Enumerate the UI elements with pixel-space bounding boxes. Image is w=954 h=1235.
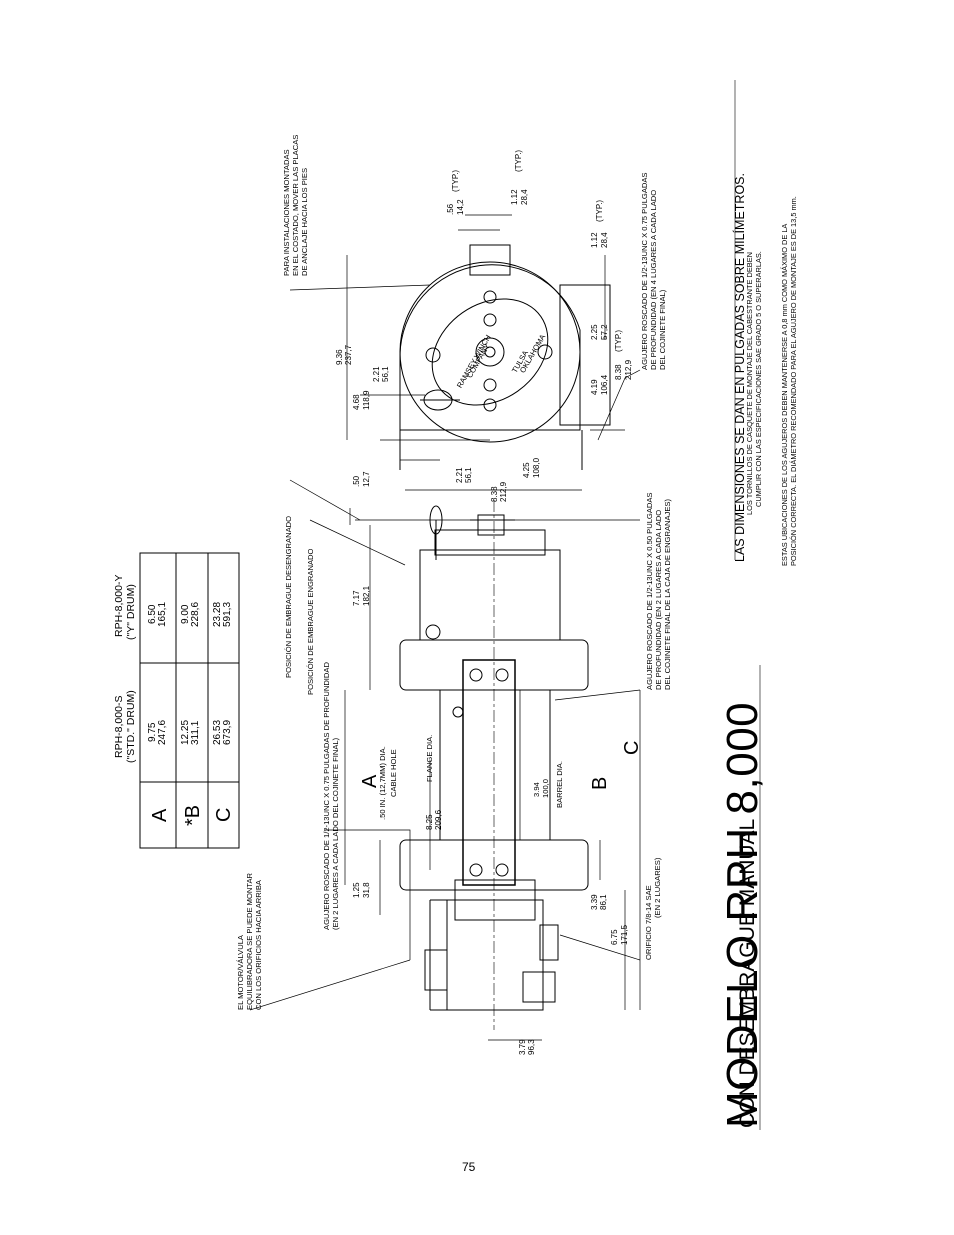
feet-note-line1: PARA INSTALACIONES MONTADAS [282,149,291,276]
dim-112b-in: 1.12 [510,189,519,205]
bolt-note-line1: LOS TORNILLOS DE CASQUETE DE MONTAJE DEL… [745,252,754,515]
side-view [399,500,589,1030]
tap-gear-note-line3: DEL COJINETE FINAL DE LA CAJA DE ENGRANA… [663,498,672,690]
dim-838b-mm: 212,9 [624,359,633,380]
dim-056-in: .56 [446,203,455,215]
table-cell: 673,9 [222,719,233,745]
dim-936-mm: 237,7 [344,344,353,365]
cable-hole-line2: CABLE HOLE [389,749,398,797]
dim-717-mm: 182,1 [362,585,371,606]
dim-838a-mm: 212,9 [499,481,508,502]
dim-339-in: 3.39 [590,894,599,910]
orifice-note-line1: ORIFICIO 7/8-14 SAE [644,885,653,960]
dim-825-in: 8.25 [425,814,434,830]
table-header-s-line1: RPH-8,000-S [113,695,125,758]
engaged-note: POSICIÓN DE EMBRAGUE ENGRANADO [306,548,315,695]
dim-221b-in: 2.21 [372,366,381,382]
label-b: B [589,776,611,790]
dim-221b-mm: 56,1 [381,366,390,382]
table-header-y-line2: ("Y" DRUM) [125,584,137,640]
dim-056-mm: 14,2 [456,199,465,215]
barrel-mm: 100,0 [541,778,550,798]
page-subtitle: CON DESEMBRAGUE MANUAL [736,818,759,1128]
dim-419-mm: 106,4 [600,374,609,395]
dim-425-in: 4.25 [522,462,531,478]
table-cell: 165,1 [157,601,168,627]
hole-note-line1: ESTAS UBICACIONES DE LOS AGUJEROS DEBEN … [780,223,789,566]
tap-gear-note-line1: AGUJERO ROSCADO DE 1/2-13UNC X 0.50 PULG… [645,492,654,691]
dim-379-in: 3.79 [518,1039,527,1055]
page-number: 75 [462,1160,476,1174]
dim-468-mm: 118,9 [362,390,371,410]
tap-left-note-line2: (EN 2 LUGARES A CADA LADO DEL COJINETE F… [331,737,340,930]
leader-lines [249,284,641,1011]
dim-225-in: 2.25 [590,324,599,340]
dim-225-mm: 57,2 [600,324,609,340]
dim-425-mm: 108,0 [532,457,541,478]
dim-825-mm: 209,6 [434,809,443,830]
table-row-label-b: *B [182,804,204,826]
dim-typ-3: (TYP.) [451,169,460,192]
tap-end-note-line3: DEL COJINETE FINAL) [658,289,667,370]
tap-end-note-line1: AGUJERO ROSCADO DE 1/2-13UNC X 0.75 PULG… [640,172,649,371]
dim-221a-in: 2.21 [455,467,464,483]
dim-050-mm: 12,7 [362,471,371,487]
tap-end-note-line2: DE PROFUNDIDAD (EN 4 LUGARES A CADA LADO [649,189,658,370]
label-a: A [359,774,381,788]
dim-675-in: 6.75 [610,929,619,945]
table-header-y-line1: RPH-8,000-Y [113,574,125,637]
barrel-label: BARREL DIA. [555,761,564,808]
dim-112b-mm: 28,4 [520,189,529,205]
dim-typ-2: (TYP.) [595,199,604,222]
table-cell: 228,6 [190,601,201,627]
table-cell: 591,3 [222,601,233,627]
dimension-lines [344,214,641,1041]
dim-936-in: 9.36 [335,349,344,365]
table-row-label-a: A [149,808,171,822]
table-cell: 247,6 [157,719,168,745]
dim-typ-4: (TYP.) [514,149,523,172]
dim-typ-1: (TYP.) [614,329,623,352]
dim-125-mm: 31,8 [362,882,371,898]
feet-note-line2: EN EL COSTADO, MOVER LAS PLACAS [291,134,300,276]
flange-label: FLANGE DIA. [425,734,434,782]
table-cell: 311,1 [190,720,201,745]
dim-838b-in: 8.38 [614,364,623,380]
orifice-note-line2: (EN 2 LUGARES) [653,857,662,918]
dim-419-in: 4.19 [590,379,599,395]
dimension-table [139,552,240,849]
dim-379-mm: 96,3 [527,1039,536,1055]
motor-note-line3: CON LOS ORIFICIOS HACIA ARRIBA [254,880,263,1010]
label-c: C [621,740,643,755]
dim-717-in: 7.17 [352,590,361,606]
dim-838a-in: 8.38 [490,486,499,502]
barrel-in: 3.94 [532,782,541,797]
dim-339-mm: 86,1 [599,894,608,910]
bolt-note-line2: CUMPLIR CON LAS ESPECIFICACIONES SAE GRA… [754,251,763,507]
dim-125-in: 1.25 [352,882,361,898]
motor-note-line2: EQUILIBRADORA SE PUEDE MONTAR [245,873,254,1010]
tap-left-note-line1: AGUJERO ROSCADO DE 1/2-13UNC X 0.75 PULG… [322,662,331,930]
motor-note-line1: EL MOTOR/VÁLVULA [236,935,245,1010]
dim-050-in: .50 [352,475,361,487]
dim-675-mm: 171,5 [620,924,629,945]
dim-468-in: 4.68 [352,394,361,410]
dim-112a-in: 1.12 [590,232,599,248]
tap-gear-note-line2: DE PROFUNDIDAD (EN 2 LUGARES A CADA LADO [654,509,663,690]
disengaged-note: POSICIÓN DE EMBRAGUE DESENGRANADO [284,515,293,678]
table-row-label-c: C [213,807,235,822]
end-view [399,244,611,470]
dim-221a-mm: 56,1 [464,467,473,483]
table-header-s-line2: ("STD." DRUM) [125,690,137,763]
feet-note-line3: DE ANCLAJE HACIA LOS PIES [300,167,309,276]
dim-112a-mm: 28,4 [600,232,609,248]
hole-note-line2: POSICIÓN CORRECTA. EL DIÁMETRO RECOMENDA… [789,196,798,566]
